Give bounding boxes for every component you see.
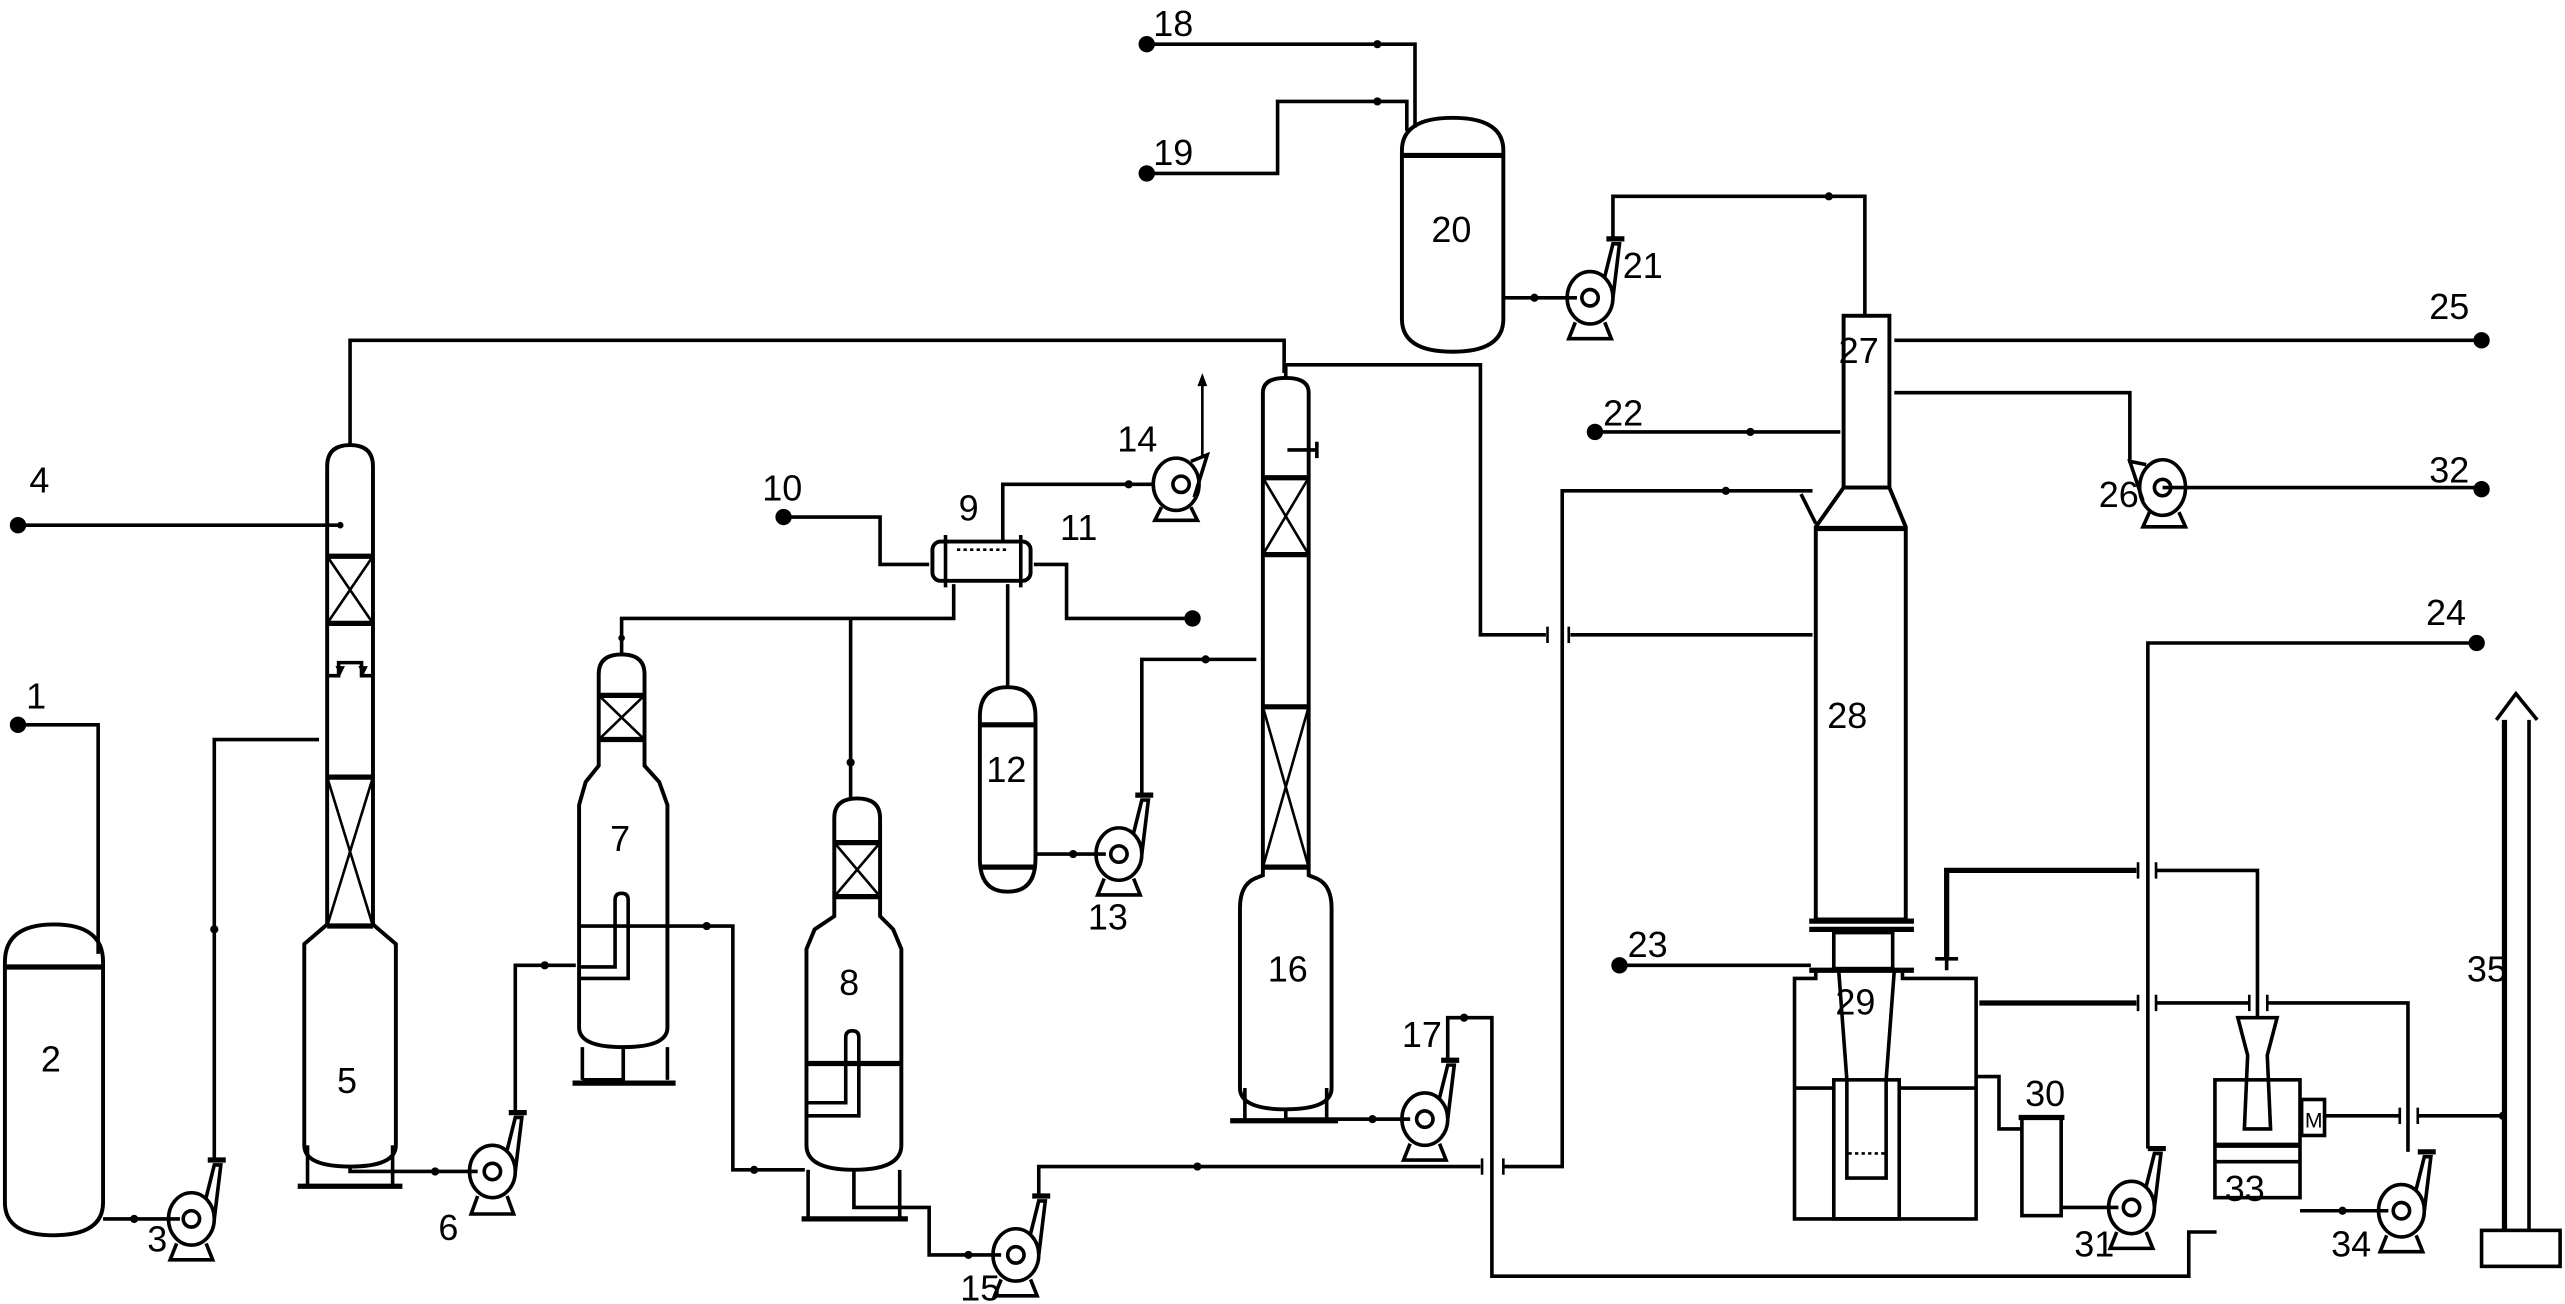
pump-31: 31: [2061, 641, 2474, 1265]
pump-3-label: 3: [147, 1219, 167, 1260]
pump-6: 6: [348, 961, 576, 1248]
stream-24-terminal: [2473, 332, 2490, 349]
motor-label: M: [2305, 1108, 2323, 1132]
stream-1: 1: [9, 675, 100, 954]
stack-35: 35: [2467, 690, 2562, 1269]
stream-4-label: 4: [29, 459, 49, 500]
column-16: 16: [1230, 375, 1339, 1124]
line-9-to-14: [1000, 482, 1154, 542]
line-9-to-7-8: [619, 584, 956, 655]
exchanger-9-label: 9: [959, 487, 979, 528]
pump-34: 34: [2299, 1112, 2436, 1265]
stream-22: 22: [1586, 392, 1841, 441]
vessel-30: 30: [1976, 1073, 2065, 1218]
stream-10: 10: [762, 468, 930, 567]
ejector-33: M 33: [2213, 1015, 2507, 1209]
stream-18: 18: [1138, 3, 1417, 128]
pump-21-label: 21: [1623, 245, 1663, 286]
pump-17-label: 17: [1402, 1014, 1442, 1055]
stream-19-label: 19: [1153, 132, 1193, 173]
reactor-7-label: 7: [610, 818, 630, 859]
stream-25-terminal: [2473, 481, 2490, 498]
blower-26-label: 26: [2099, 474, 2139, 515]
stream-25-label: 32: [2429, 450, 2469, 491]
reactor-8: 8: [801, 796, 908, 1222]
pump-13: 13: [1035, 655, 1257, 937]
svg-text:▼: ▼: [355, 662, 371, 680]
pump-3: 3: [103, 737, 319, 1262]
column-5: ▼ ▼ 5: [297, 443, 403, 1189]
pump-31-label: 31: [2074, 1224, 2114, 1265]
stream-25: 32: [2162, 450, 2490, 498]
tank-2: 2: [2, 922, 106, 1238]
recirculation-line-upper: [1944, 867, 2137, 959]
reactor-8-label: 8: [839, 962, 859, 1003]
column-16-label: 16: [1268, 949, 1308, 990]
separator-29-label: 29: [1835, 981, 1875, 1022]
drum-12-label: 12: [986, 749, 1026, 790]
pump-34-label: 34: [2331, 1224, 2371, 1265]
blower-14: 14: [1117, 373, 1211, 523]
separator-29: 29: [1792, 918, 1978, 1221]
stream-32-terminal: [2468, 634, 2485, 652]
stream-4: 4: [9, 459, 344, 534]
stream-1-terminal: [9, 716, 27, 733]
tank-20-label: 20: [1431, 209, 1471, 250]
pump-6-label: 6: [438, 1207, 458, 1248]
vessel-30-label: 30: [2025, 1073, 2065, 1114]
reactor-7: 7: [572, 652, 676, 1086]
stream-10-label: 10: [762, 468, 802, 509]
line-16-overhead: [1283, 363, 1546, 637]
svg-text:▼: ▼: [332, 662, 348, 680]
blower-26: 26: [1894, 390, 2189, 529]
pump-15: 15: [902, 486, 1813, 1304]
stream-24: 25: [1894, 286, 2490, 349]
blower-14-label: 14: [1117, 419, 1157, 460]
exchanger-9: 9: [930, 487, 1033, 588]
pump-21: 21: [1503, 192, 1867, 341]
stream-22-label: 22: [1603, 392, 1643, 433]
ejector-33-label: 33: [2225, 1168, 2265, 1209]
pump-15-label: 15: [960, 1268, 1000, 1304]
stream-11-label: 11: [1060, 507, 1097, 548]
tower-28: 27 28: [1799, 313, 1908, 922]
line-7-to-8: [667, 924, 805, 1172]
pump-13-label: 13: [1088, 896, 1128, 937]
atomizer-27-label: 27: [1839, 330, 1879, 371]
stream-23-label: 23: [1628, 924, 1668, 965]
tank-2-label: 2: [41, 1039, 61, 1080]
pump-17: 17: [1283, 1013, 2217, 1278]
drum-12: 12: [977, 685, 1038, 894]
tank-20: 20: [1399, 115, 1506, 354]
tower-28-label: 28: [1827, 695, 1867, 736]
stream-18-label: 18: [1153, 3, 1193, 44]
stream-4-terminal: [9, 517, 27, 534]
recycle-line-16-to-5: [348, 338, 1286, 446]
stream-19: 19: [1138, 97, 1409, 182]
stream-11: 11: [1033, 507, 1201, 627]
stream-1-label: 1: [26, 675, 46, 716]
stream-23: 23: [1611, 924, 1811, 974]
column-5-label: 5: [337, 1060, 357, 1101]
stream-32: 24: [2426, 592, 2485, 652]
stream-24-label: 25: [2429, 286, 2469, 327]
stack-35-label: 35: [2467, 949, 2507, 990]
stream-11-terminal: [1184, 610, 1201, 627]
stream-32-label: 24: [2426, 592, 2466, 633]
